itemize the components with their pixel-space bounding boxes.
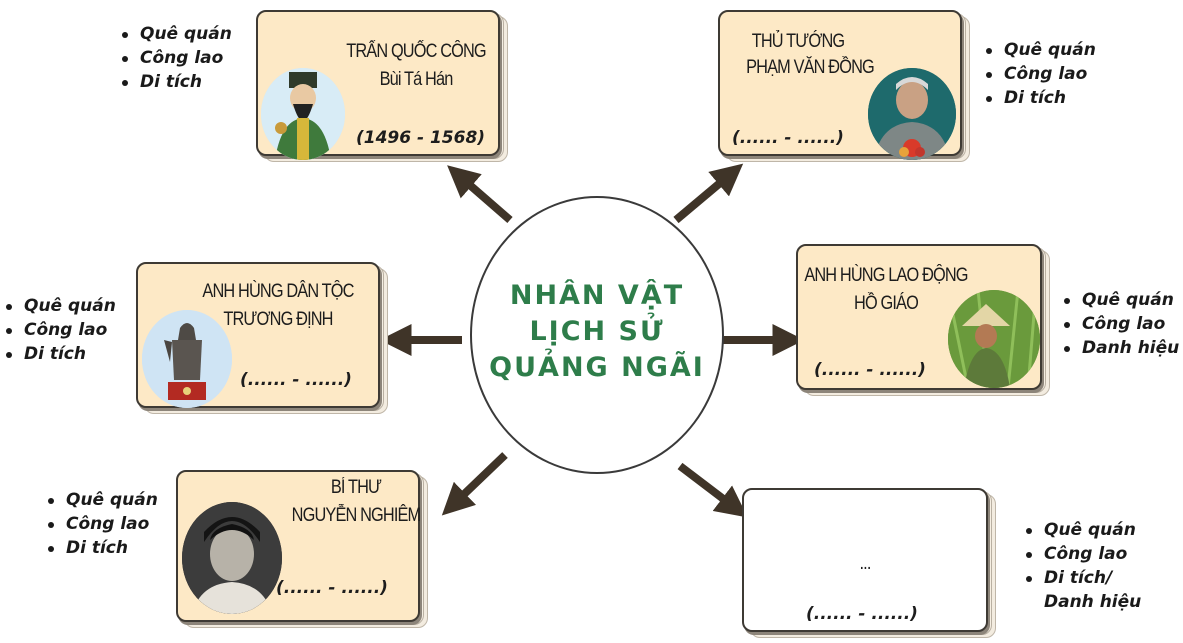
bullet-item: Công lao (122, 46, 232, 70)
bullet-item: Quê quán (6, 294, 116, 318)
pham-van-dong-title2: PHẠM VĂN ĐỒNG (746, 57, 875, 78)
nguyen-nghiem-title2: NGUYỄN NGHIÊM (291, 505, 421, 526)
truong-dinh-bullets: Quê quán Công lao Di tích (6, 294, 116, 366)
card-unknown: ... (...... - ......) (742, 488, 996, 638)
bullet-item: Công lao (6, 318, 116, 342)
bui-ta-han-years: (1496 - 1568) (356, 128, 486, 148)
unknown-title: ... (859, 553, 871, 574)
arrow-to-bui-ta-han (447, 165, 513, 224)
card-ho-giao: ANH HÙNG LAO ĐỘNG HỒ GIÁO (...... - ....… (796, 244, 1050, 396)
bullet-item: Danh hiệu (1064, 336, 1179, 360)
truong-dinh-title2: TRƯƠNG ĐỊNH (223, 309, 333, 330)
center-title-line2: LỊCH SỬ (529, 316, 665, 347)
ho-giao-bullets: Quê quán Công lao Danh hiệu (1064, 288, 1179, 360)
pham-van-dong-title1: THỦ TƯỚNG (751, 31, 845, 52)
bullet-item: Công lao (986, 62, 1096, 86)
bullet-item: Di tích (48, 536, 158, 560)
bullet-item: Di tích (986, 86, 1096, 110)
pham-van-dong-years: (...... - ......) (732, 128, 844, 148)
portrait-pham-van-dong (868, 68, 956, 160)
bullet-item: Di tích/ (1026, 566, 1141, 590)
bullet-item: Quê quán (122, 22, 232, 46)
portrait-bui-ta-han (261, 68, 345, 160)
ho-giao-years: (...... - ......) (814, 360, 926, 380)
bui-ta-han-title1: TRẤN QUỐC CÔNG (346, 41, 486, 62)
bui-ta-han-title2: Bùi Tá Hán (379, 69, 454, 90)
bullet-item: Quê quán (48, 488, 158, 512)
ho-giao-title2: HỒ GIÁO (854, 293, 919, 314)
nguyen-nghiem-title1: BÍ THƯ (330, 477, 382, 498)
arrow-to-nguyen-nghiem (441, 452, 508, 516)
bullet-item: Di tích (6, 342, 116, 366)
center-ellipse (470, 196, 724, 474)
center-title-line1: NHÂN VẬT (509, 280, 685, 311)
bullet-item: Quê quán (1026, 518, 1141, 542)
bullet-item: Công lao (1064, 312, 1179, 336)
center-title-line3: QUẢNG NGÃI (489, 352, 705, 383)
bullet-item: Quê quán (1064, 288, 1179, 312)
bullet-item: Quê quán (986, 38, 1096, 62)
portrait-ho-giao (948, 290, 1040, 388)
portrait-nguyen-nghiem (182, 502, 282, 614)
truong-dinh-title1: ANH HÙNG DÂN TỘC (202, 281, 354, 302)
bullet-item-continuation: Danh hiệu (1044, 592, 1142, 612)
bullet-item: Công lao (48, 512, 158, 536)
bullet-item: Công lao (1026, 542, 1141, 566)
arrow-to-pham-van-dong (673, 163, 744, 224)
card-nguyen-nghiem: BÍ THƯ NGUYỄN NGHIÊM (...... - ......) (176, 470, 428, 630)
pham-van-dong-bullets: Quê quán Công lao Di tích (986, 38, 1096, 110)
card-pham-van-dong: THỦ TƯỚNG PHẠM VĂN ĐỒNG (...... - ......… (718, 10, 970, 162)
nguyen-nghiem-years: (...... - ......) (276, 578, 388, 598)
nguyen-nghiem-bullets: Quê quán Công lao Di tích (48, 488, 158, 560)
ho-giao-title1: ANH HÙNG LAO ĐỘNG (804, 265, 968, 286)
unknown-bullets: Quê quán Công lao Di tích/ Danh hiệu (1026, 518, 1141, 614)
truong-dinh-years: (...... - ......) (240, 370, 352, 390)
arrow-to-unknown (677, 462, 748, 518)
center-title: NHÂN VẬT LỊCH SỬ QUẢNG NGÃI (470, 278, 724, 386)
bui-ta-han-bullets: Quê quán Công lao Di tích (122, 22, 232, 94)
bullet-item: Di tích (122, 70, 232, 94)
unknown-years: (...... - ......) (806, 604, 918, 624)
portrait-truong-dinh (142, 310, 232, 408)
card-truong-dinh: ANH HÙNG DÂN TỘC TRƯƠNG ĐỊNH (...... - .… (136, 262, 388, 414)
card-bui-ta-han: TRẤN QUỐC CÔNG Bùi Tá Hán (1496 - 1568) (256, 10, 508, 162)
